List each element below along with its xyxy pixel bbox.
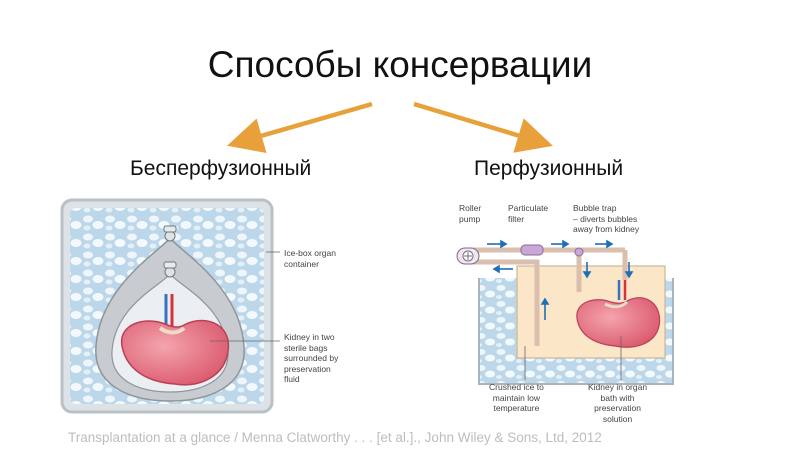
particulate-filter-icon (520, 244, 544, 256)
kidney-bags-label: Kidney in two sterile bags surrounded by… (284, 332, 339, 384)
filter-label: Particulate filter (508, 203, 549, 224)
slide-title: Способы консервации (207, 44, 593, 85)
perfusion-label: Перфузионный (474, 157, 624, 180)
bubble-trap-icon (574, 247, 584, 257)
arrow-to-right (413, 101, 553, 153)
kidney-icon (121, 319, 230, 386)
non-perfusion-label: Бесперфузионный (130, 157, 312, 180)
flow-arrows (487, 239, 634, 320)
perfusion-diagram (456, 239, 674, 385)
bubble-trap-label: Bubble trap – diverts bubbles away from … (573, 203, 640, 234)
icebox-diagram (60, 198, 280, 414)
source-caption: Transplantation at a glance / Menna Clat… (68, 430, 602, 445)
kidney-bath-label: Kidney in organ bath with preservation s… (588, 382, 648, 424)
icebox-container-label: Ice-box organ container (284, 248, 336, 269)
crushed-ice-label: Crushed ice to maintain low temperature (489, 382, 544, 413)
arrow-to-left (227, 101, 373, 154)
kidney-icon (576, 297, 661, 348)
roller-pump-label: Roller pump (459, 203, 482, 224)
